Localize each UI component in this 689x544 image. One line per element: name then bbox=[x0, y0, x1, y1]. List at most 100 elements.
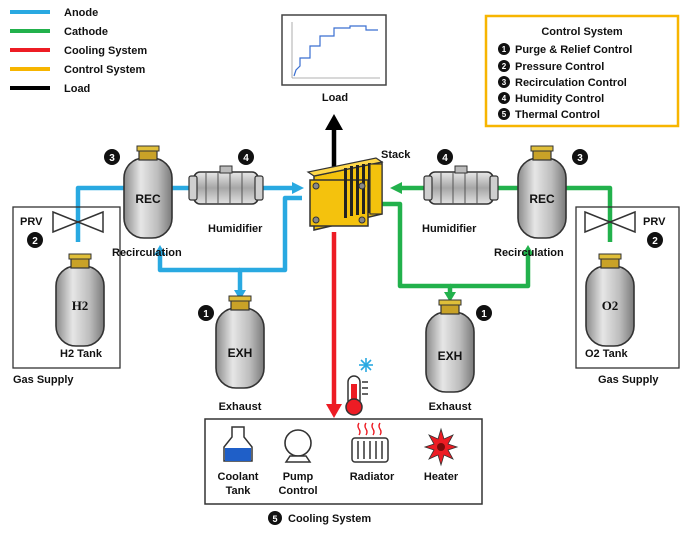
snowflake-icon bbox=[359, 358, 373, 372]
control-item-label: Thermal Control bbox=[515, 109, 600, 121]
gas-supply-label: Gas Supply bbox=[598, 374, 659, 386]
humidifier-icon bbox=[188, 165, 264, 205]
cooling-title-label: Cooling System bbox=[288, 513, 371, 525]
gas-cylinder-icon bbox=[425, 299, 475, 393]
badge-right-rec: 3 bbox=[572, 149, 588, 165]
heater-label: Heater bbox=[424, 471, 459, 483]
cooling-system-box: Coolant Tank Pump Control Radiator bbox=[204, 418, 483, 505]
legend-item-anode: Anode bbox=[10, 7, 98, 19]
tank-label: H2 Tank bbox=[60, 348, 103, 360]
svg-text:3: 3 bbox=[502, 78, 507, 87]
number-badge bbox=[498, 92, 510, 104]
number-badge bbox=[498, 60, 510, 72]
rec-label: REC bbox=[135, 192, 161, 206]
recirculation-label: Recirculation bbox=[112, 247, 182, 259]
control-item-label: Humidity Control bbox=[515, 93, 604, 105]
svg-text:3: 3 bbox=[577, 153, 583, 164]
load-curve bbox=[293, 25, 378, 77]
right-humidifier bbox=[423, 165, 499, 205]
humidifier-label: Humidifier bbox=[208, 223, 263, 235]
legend-label: Cooling System bbox=[64, 45, 147, 57]
badge-left-exh: 1 bbox=[198, 305, 214, 321]
radiator-label: Radiator bbox=[350, 471, 395, 483]
thermometer-icon bbox=[345, 375, 368, 416]
coolant-tank-label: Tank bbox=[226, 485, 252, 497]
monitor-icon bbox=[281, 14, 387, 86]
cooling-system-title: 5 Cooling System bbox=[268, 511, 371, 525]
exhaust-label: Exhaust bbox=[219, 401, 262, 413]
left-rec-cylinder: REC bbox=[123, 145, 173, 239]
exhaust-label: Exhaust bbox=[429, 401, 472, 413]
gas-cylinder-icon bbox=[215, 295, 265, 389]
control-item-label: Purge & Relief Control bbox=[515, 44, 632, 56]
fuel-cell-stack: Stack bbox=[306, 149, 411, 231]
legend-item-control: Control System bbox=[10, 64, 146, 76]
left-gas-supply-box: PRV 2 H2 H2 Tank bbox=[12, 206, 121, 369]
radiator-icon bbox=[351, 422, 389, 463]
control-item-thermal: 5 Thermal Control bbox=[498, 108, 600, 121]
tank-label: O2 Tank bbox=[585, 348, 628, 360]
exh-label: EXH bbox=[438, 349, 463, 363]
svg-text:5: 5 bbox=[502, 110, 507, 119]
legend: Anode Cathode Cooling System Control Sys… bbox=[10, 7, 147, 95]
badge-right-exh: 1 bbox=[476, 305, 492, 321]
control-system-box: Control System 1 Purge & Relief Control … bbox=[484, 14, 680, 128]
load-monitor: Load bbox=[281, 14, 387, 104]
left-exh-cylinder: EXH bbox=[215, 295, 265, 389]
legend-label: Cathode bbox=[64, 26, 108, 38]
legend-label: Control System bbox=[64, 64, 146, 76]
anode-lines bbox=[75, 185, 302, 292]
pump-label: Pump bbox=[283, 471, 314, 483]
control-item-pressure: 2 Pressure Control bbox=[498, 60, 604, 73]
legend-label: Anode bbox=[64, 7, 98, 19]
svg-text:3: 3 bbox=[109, 153, 115, 164]
load-arrow bbox=[325, 114, 343, 130]
left-humidifier bbox=[188, 165, 264, 205]
legend-item-cooling: Cooling System bbox=[10, 45, 147, 57]
rec-label: REC bbox=[529, 192, 555, 206]
cathode-lines bbox=[380, 185, 613, 294]
control-item-purge: 1 Purge & Relief Control bbox=[498, 43, 632, 56]
stack-label: Stack bbox=[381, 149, 411, 161]
right-rec-cylinder: REC bbox=[517, 145, 567, 239]
right-exh-cylinder: EXH bbox=[425, 299, 475, 393]
tank-formula: O2 bbox=[602, 298, 619, 313]
svg-text:4: 4 bbox=[442, 153, 448, 164]
beaker-icon bbox=[223, 426, 253, 462]
pump-label: Control bbox=[278, 485, 317, 497]
badge-right-humidifier: 4 bbox=[437, 149, 453, 165]
right-gas-supply-box: PRV 2 O2 O2 Tank bbox=[575, 206, 680, 369]
control-item-recirculation: 3 Recirculation Control bbox=[498, 76, 627, 89]
svg-text:1: 1 bbox=[203, 309, 209, 320]
legend-label: Load bbox=[64, 83, 90, 95]
heater-icon bbox=[423, 427, 459, 467]
cooling-line bbox=[326, 232, 342, 418]
number-badge bbox=[498, 76, 510, 88]
number-badge bbox=[647, 232, 663, 248]
prv-label: PRV bbox=[643, 216, 666, 228]
load-label: Load bbox=[322, 92, 348, 104]
svg-text:4: 4 bbox=[502, 94, 507, 103]
badge-left-humidifier: 4 bbox=[238, 149, 254, 165]
coolant-tank-label: Coolant bbox=[218, 471, 259, 483]
legend-item-cathode: Cathode bbox=[10, 26, 108, 38]
control-item-humidity: 4 Humidity Control bbox=[498, 92, 604, 105]
badge-left-rec: 3 bbox=[104, 149, 120, 165]
svg-text:2: 2 bbox=[32, 236, 38, 247]
tank-formula: H2 bbox=[72, 298, 89, 313]
svg-text:2: 2 bbox=[502, 62, 507, 71]
pump-icon bbox=[284, 429, 312, 463]
svg-text:5: 5 bbox=[272, 514, 277, 524]
svg-text:4: 4 bbox=[243, 153, 249, 164]
number-badge bbox=[498, 108, 510, 120]
svg-text:1: 1 bbox=[481, 309, 487, 320]
number-badge bbox=[498, 43, 510, 55]
svg-text:1: 1 bbox=[502, 45, 507, 54]
control-item-label: Recirculation Control bbox=[515, 77, 627, 89]
recirculation-label: Recirculation bbox=[494, 247, 564, 259]
gas-supply-label: Gas Supply bbox=[13, 374, 74, 386]
svg-text:2: 2 bbox=[652, 236, 658, 247]
exh-label: EXH bbox=[228, 346, 253, 360]
control-item-label: Pressure Control bbox=[515, 61, 604, 73]
